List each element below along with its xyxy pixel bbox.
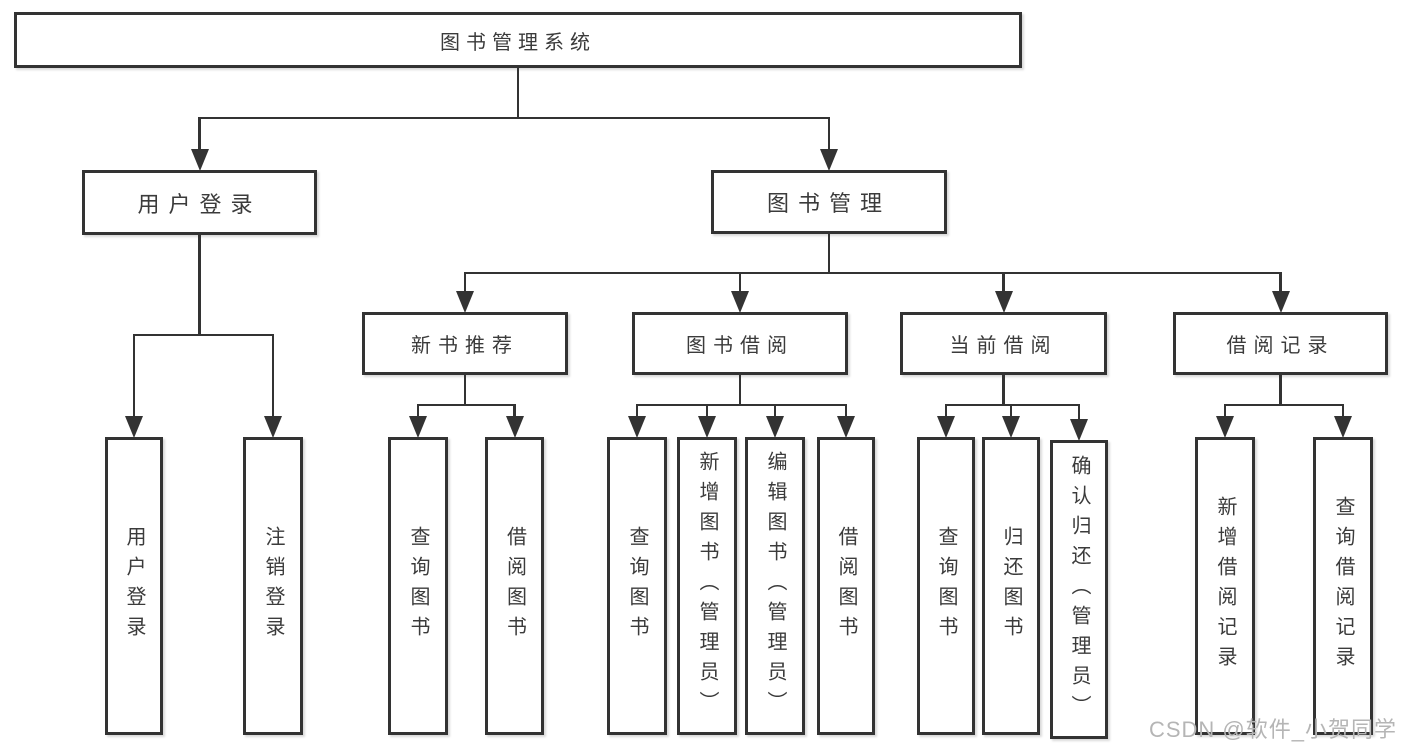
- node-label-logout: 注销登录: [262, 526, 284, 646]
- connector-line: [773, 405, 777, 422]
- arrowhead-down-icon: [456, 291, 474, 313]
- node-label-rec-borrow-books: 借阅图书: [503, 526, 526, 646]
- connector-line: [198, 118, 201, 155]
- connector-line: [132, 333, 275, 337]
- node-library-system: 图书管理系统: [14, 12, 1022, 68]
- connector-line: [635, 405, 639, 422]
- connector-line: [416, 405, 420, 422]
- connector-line: [463, 373, 467, 405]
- arrowhead-down-icon: [837, 416, 855, 438]
- connector-line: [844, 405, 848, 422]
- arrowhead-down-icon: [264, 416, 282, 438]
- node-label-library-system: 图书管理系统: [440, 31, 596, 54]
- node-new-book-rec: 新书推荐: [362, 312, 568, 375]
- node-br-add-record: 新增借阅记录: [1195, 437, 1255, 735]
- arrowhead-down-icon: [1271, 291, 1290, 313]
- node-label-login: 用户登录: [123, 526, 145, 646]
- arrowhead-down-icon: [190, 149, 209, 171]
- connector-line: [827, 118, 831, 155]
- node-cb-query-books: 查询图书: [917, 437, 975, 735]
- node-br-query-record: 查询借阅记录: [1313, 437, 1373, 735]
- connector-line: [944, 405, 948, 422]
- node-label-cb-confirm-return: 确认归还（管理员）: [1068, 454, 1090, 725]
- node-book-borrowing: 图书借阅: [632, 312, 848, 375]
- connector-line: [198, 116, 831, 120]
- node-label-user-login: 用户登录: [137, 191, 262, 217]
- node-bb-add-books: 新增图书（管理员）: [677, 437, 737, 735]
- node-label-borrowing-records: 借阅记录: [1226, 335, 1335, 357]
- arrowhead-down-icon: [409, 416, 427, 438]
- node-rec-query-books: 查询图书: [388, 437, 448, 735]
- arrowhead-down-icon: [994, 291, 1013, 313]
- node-label-cb-return-books: 归还图书: [1000, 526, 1022, 646]
- node-logout: 注销登录: [243, 437, 303, 735]
- node-login: 用户登录: [105, 437, 163, 735]
- node-cb-confirm-return: 确认归还（管理员）: [1050, 440, 1108, 739]
- node-label-br-query-record: 查询借阅记录: [1332, 496, 1354, 676]
- connector-line: [738, 373, 742, 405]
- watermark: CSDN @软件_小贺同学: [1148, 717, 1397, 742]
- connector-line: [827, 232, 831, 273]
- node-bb-edit-books: 编辑图书（管理员）: [745, 437, 805, 735]
- node-label-bb-borrow-books: 借阅图书: [835, 526, 857, 646]
- connector-line: [513, 405, 516, 422]
- node-label-new-book-rec: 新书推荐: [411, 335, 519, 357]
- connector-line: [1002, 273, 1005, 297]
- connector-line: [944, 403, 1081, 407]
- node-rec-borrow-books: 借阅图书: [485, 437, 544, 735]
- node-label-br-add-record: 新增借阅记录: [1214, 496, 1236, 676]
- connector-line: [271, 335, 275, 422]
- connector-line: [1279, 373, 1282, 405]
- connector-line: [132, 335, 136, 422]
- node-bb-query-books: 查询图书: [607, 437, 667, 735]
- connector-line: [198, 233, 201, 335]
- connector-line: [1077, 405, 1081, 425]
- arrowhead-down-icon: [820, 149, 838, 171]
- arrowhead-down-icon: [937, 416, 955, 438]
- node-label-bb-add-books: 新增图书（管理员）: [696, 451, 718, 721]
- arrowhead-down-icon: [628, 416, 646, 438]
- arrowhead-down-icon: [125, 416, 143, 438]
- node-current-borrowing: 当前借阅: [900, 312, 1107, 375]
- connector-line: [516, 66, 520, 118]
- connector-line: [738, 273, 742, 297]
- node-borrowing-records: 借阅记录: [1173, 312, 1388, 375]
- node-label-bb-edit-books: 编辑图书（管理员）: [764, 451, 786, 721]
- arrowhead-down-icon: [731, 291, 749, 313]
- node-label-bb-query-books: 查询图书: [626, 526, 648, 646]
- node-bb-borrow-books: 借阅图书: [817, 437, 875, 735]
- arrowhead-down-icon: [698, 416, 716, 438]
- node-label-book-management: 图书管理: [766, 191, 891, 216]
- connector-line: [463, 271, 1282, 275]
- arrowhead-down-icon: [766, 416, 784, 438]
- connector-line: [1223, 405, 1227, 422]
- node-user-login: 用户登录: [82, 170, 317, 235]
- node-label-cb-query-books: 查询图书: [935, 526, 957, 646]
- arrowhead-down-icon: [1216, 416, 1234, 438]
- node-cb-return-books: 归还图书: [982, 437, 1040, 735]
- node-label-rec-query-books: 查询图书: [407, 526, 429, 646]
- arrowhead-down-icon: [1070, 419, 1088, 441]
- connector-line: [1223, 403, 1345, 407]
- connector-line: [705, 405, 709, 422]
- connector-line: [416, 403, 516, 407]
- connector-line: [1279, 273, 1282, 297]
- connector-line: [1009, 405, 1013, 422]
- node-label-current-borrowing: 当前借阅: [949, 335, 1058, 357]
- arrowhead-down-icon: [1002, 416, 1020, 438]
- node-label-book-borrowing: 图书借阅: [686, 335, 794, 357]
- connector-line: [463, 273, 467, 297]
- arrowhead-down-icon: [1334, 416, 1352, 438]
- connector-line: [1341, 405, 1345, 422]
- arrowhead-down-icon: [505, 416, 524, 438]
- connector-line: [635, 403, 848, 407]
- node-book-management: 图书管理: [711, 170, 947, 234]
- connector-line: [1002, 373, 1005, 405]
